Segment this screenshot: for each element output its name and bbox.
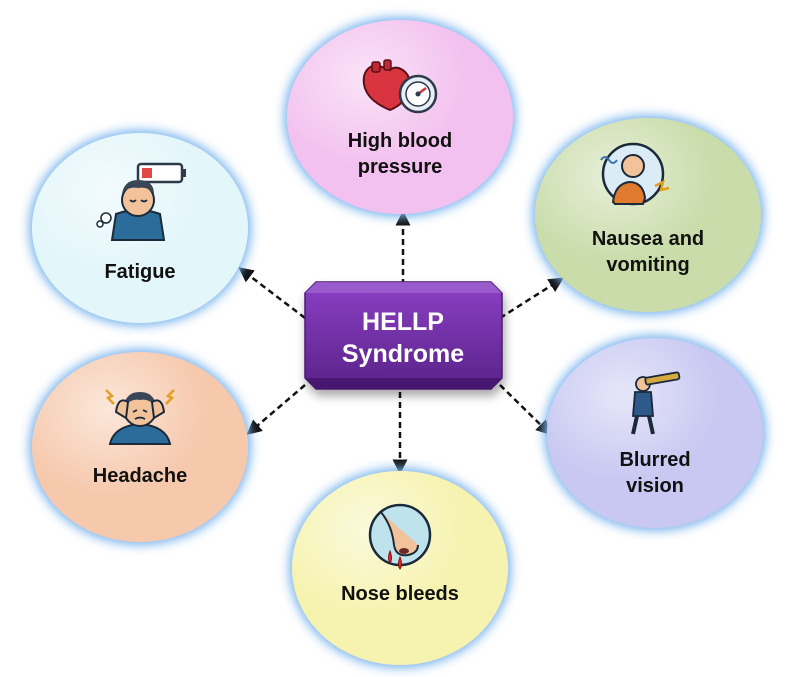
arrow-to-fatigue	[238, 267, 306, 319]
node-nausea-vomiting: Nausea and vomiting	[535, 118, 761, 312]
node-nose-bleeds: Nose bleeds	[292, 471, 508, 665]
node-high-blood-pressure-label-2: pressure	[358, 156, 443, 178]
person-telescope-icon	[631, 371, 681, 435]
node-nausea-vomiting-label-1: Nausea and	[592, 228, 704, 250]
node-headache-label: Headache	[93, 465, 188, 487]
node-fatigue-label: Fatigue	[104, 261, 175, 283]
node-high-blood-pressure: High blood pressure	[287, 20, 513, 214]
node-blurred-vision-label-1: Blurred	[619, 449, 690, 471]
nauseous-person-icon	[600, 142, 670, 206]
arrow-to-blurred-vision	[499, 384, 552, 436]
node-nose-bleeds-label: Nose bleeds	[341, 583, 459, 605]
headache-person-icon	[105, 389, 175, 445]
heart-gauge-icon	[362, 59, 438, 114]
node-blurred-vision: Blurred vision	[547, 338, 763, 528]
center-title-line-2: Syndrome	[342, 340, 464, 368]
center-title-line-1: HELLP	[362, 308, 444, 336]
node-nausea-vomiting-label-2: vomiting	[606, 254, 689, 276]
arrows	[238, 210, 564, 475]
node-blurred-vision-label-2: vision	[626, 475, 684, 497]
node-high-blood-pressure-label-1: High blood	[348, 130, 452, 152]
node-headache: Headache	[32, 352, 248, 542]
arrow-to-headache	[246, 384, 306, 435]
tired-person-battery-icon	[96, 162, 186, 241]
bleeding-nose-icon	[368, 503, 432, 570]
center-box	[304, 281, 503, 390]
arrow-to-nausea-vomiting	[499, 277, 564, 320]
node-fatigue: Fatigue	[32, 133, 248, 323]
